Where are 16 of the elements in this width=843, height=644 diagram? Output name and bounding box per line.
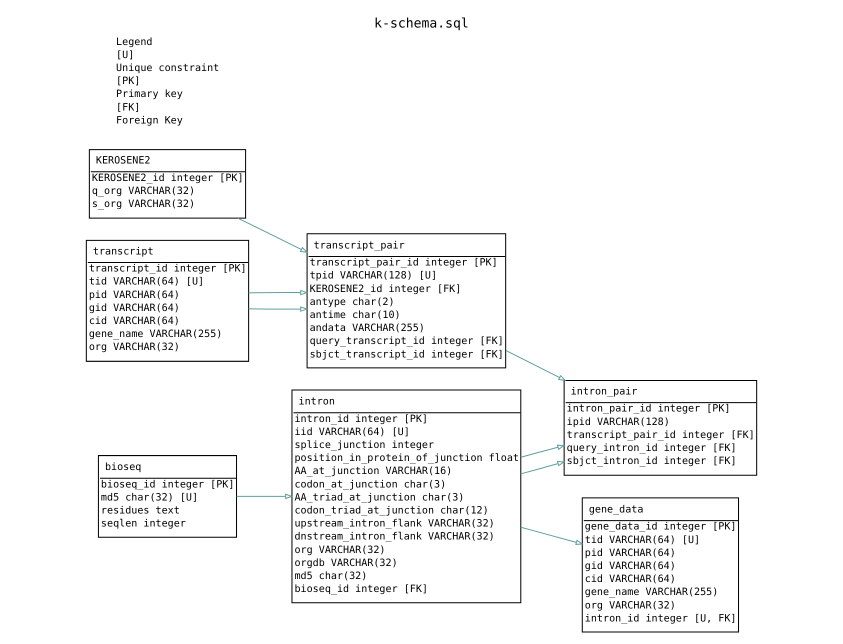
arrow — [238, 217, 308, 252]
diagram-title: k-schema.sql — [374, 16, 469, 32]
label: Unique constraint — [116, 62, 220, 74]
arrow — [236, 493, 294, 499]
arrow — [520, 444, 566, 458]
label: Primary key — [116, 88, 183, 100]
label: [U] — [116, 49, 134, 60]
arrow — [506, 350, 566, 380]
label: [FK] — [116, 102, 140, 113]
label: Legend — [116, 36, 152, 48]
label: Foreign Key — [116, 114, 183, 126]
arrow — [520, 460, 566, 474]
arrow — [248, 289, 308, 295]
arrow — [520, 526, 584, 544]
arrow — [248, 306, 308, 312]
label: [PK] — [116, 76, 140, 87]
